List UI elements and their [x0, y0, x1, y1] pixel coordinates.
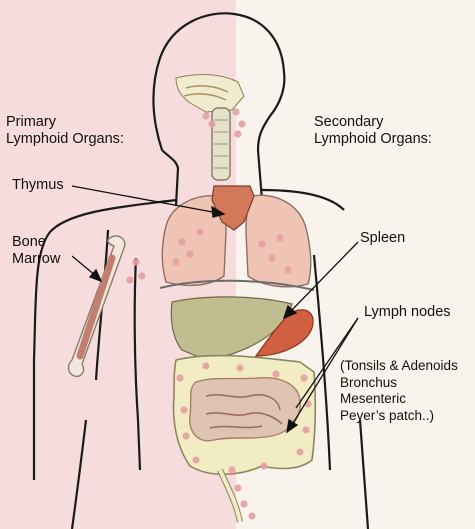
lymph-node-dot: [192, 456, 200, 464]
lymph-node-dot: [234, 484, 242, 492]
bone-marrow-arrowhead: [88, 268, 103, 283]
lymph-node-dot: [296, 448, 304, 456]
lymph-node-dot: [132, 258, 140, 266]
bone-marrow-label: Bone Marrow: [12, 234, 60, 268]
lymph-node-dot: [272, 370, 280, 378]
lymph-nodes-label: Lymph nodes: [364, 304, 451, 320]
bone-marrow-label-line-2: Marrow: [12, 251, 61, 267]
lymph-node-example-2: Bronchus: [340, 374, 398, 390]
lymph-node-dot: [178, 238, 186, 246]
primary-heading-line-2: Lymphoid Organs:: [6, 131, 124, 147]
lymph-node-dot: [202, 112, 210, 120]
lymph-nodes: [126, 108, 312, 520]
spleen-arrowhead: [282, 304, 298, 320]
lymph-node-dot: [232, 108, 240, 116]
lymph-node-dot: [238, 120, 246, 128]
lymph-node-dot: [240, 500, 248, 508]
spleen-pointer: [288, 241, 359, 314]
lymph-node-dot: [228, 466, 236, 474]
lymph-node-dot: [284, 266, 292, 274]
lymph-node-dot: [202, 362, 210, 370]
lymph-nodes-pointer-2: [289, 317, 359, 429]
lymph-node-dot: [180, 406, 188, 414]
secondary-heading-line-2: Lymphoid Organs:: [314, 131, 432, 147]
liver: [170, 296, 293, 361]
lymph-node-dot: [268, 254, 276, 262]
thymus: [211, 185, 255, 231]
lymph-node-dot: [234, 130, 242, 138]
secondary-heading-line-1: Secondary: [314, 114, 384, 130]
body-outline: [32, 12, 370, 529]
lymph-node-dot: [276, 234, 284, 242]
lymph-node-dot: [248, 512, 256, 520]
lymph-node-dot: [196, 228, 204, 236]
nasal-cavity-and-tonsils: [175, 74, 245, 181]
bone-marrow: [76, 254, 116, 360]
lymph-node-example-1: (Tonsils & Adenoids: [340, 358, 458, 373]
primary-organs-heading: Primary Lymphoid Organs:: [6, 114, 124, 148]
spleen: [254, 309, 314, 357]
lymph-node-dot: [208, 120, 216, 128]
bone-marrow-label-line-1: Bone: [12, 234, 46, 250]
lymph-node-dot: [300, 374, 308, 382]
bone-marrow-pointer: [71, 255, 97, 277]
spleen-label: Spleen: [360, 230, 406, 246]
arm-bone: [67, 235, 126, 378]
lymph-node-example-3: Mesenteric: [340, 391, 407, 406]
lymph-node-dot: [260, 462, 268, 470]
lymph-node-dot: [236, 364, 244, 372]
lymph-node-dot: [182, 432, 190, 440]
lymph-node-examples: (Tonsils & Adenoids Bronchus Mesenteric …: [340, 358, 458, 424]
pointer-lines: [71, 185, 359, 434]
lymph-node-dot: [172, 258, 180, 266]
thymus-arrowhead: [211, 205, 226, 218]
primary-heading-line-1: Primary: [6, 114, 56, 130]
lymph-node-dot: [176, 374, 184, 382]
lymph-nodes-arrowhead: [286, 418, 299, 434]
lymph-node-dot: [126, 276, 134, 284]
diaphragm: [159, 279, 315, 291]
thymus-label: Thymus: [12, 177, 64, 193]
lymph-nodes-pointer: [295, 317, 359, 409]
thymus-pointer: [71, 185, 219, 214]
lymph-node-example-4: Peyer’s patch..): [340, 407, 435, 423]
lymph-node-dot: [258, 240, 266, 248]
intestines: [172, 354, 317, 523]
lymph-node-dot: [302, 426, 310, 434]
lymph-node-dot: [186, 250, 194, 258]
lymph-node-dot: [138, 272, 146, 280]
secondary-organs-heading: Secondary Lymphoid Organs:: [314, 114, 432, 148]
